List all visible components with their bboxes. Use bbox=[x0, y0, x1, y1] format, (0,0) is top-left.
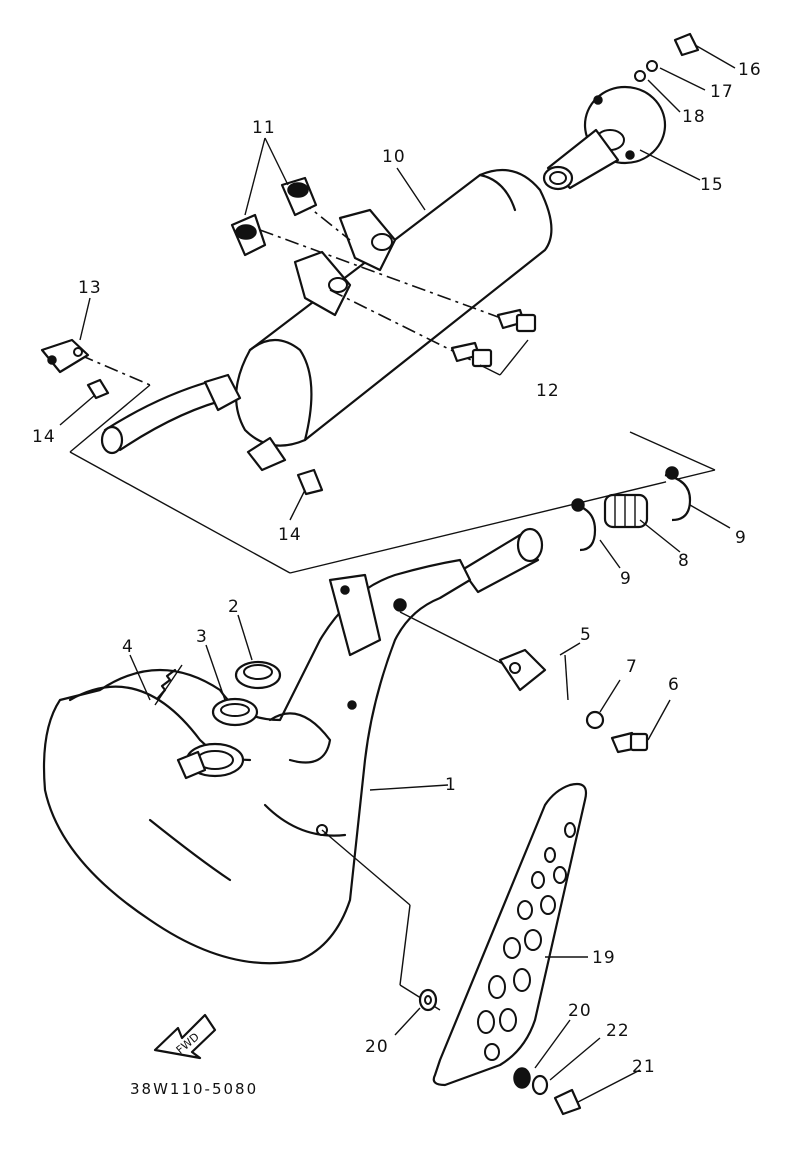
bracket-and-bolts bbox=[40, 338, 324, 496]
callout-2: 2 bbox=[228, 597, 240, 617]
callout-6: 6 bbox=[668, 675, 680, 695]
callout-15: 15 bbox=[700, 175, 724, 195]
callout-22: 22 bbox=[606, 1021, 630, 1041]
callout-9-right: 9 bbox=[735, 528, 747, 548]
protector-hardware bbox=[321, 829, 582, 1116]
callout-20-left: 20 bbox=[365, 1037, 389, 1057]
exhaust-pipe-chamber bbox=[42, 558, 472, 965]
damper-rubbers bbox=[230, 176, 318, 257]
callout-4: 4 bbox=[122, 637, 134, 657]
tail-end-pipe bbox=[542, 32, 700, 191]
callout-17: 17 bbox=[710, 82, 734, 102]
callout-21: 21 bbox=[632, 1057, 656, 1077]
callout-7: 7 bbox=[626, 657, 638, 677]
callout-12: 12 bbox=[536, 381, 560, 401]
callout-11: 11 bbox=[252, 118, 276, 138]
callout-1: 1 bbox=[445, 775, 457, 795]
silencer-assembly-boundary bbox=[69, 384, 716, 574]
callout-10: 10 bbox=[382, 147, 406, 167]
callout-20-right: 20 bbox=[568, 1001, 592, 1021]
callout-5: 5 bbox=[580, 625, 592, 645]
gaskets-and-spring bbox=[154, 660, 282, 727]
callout-numbers: 1 2 3 4 5 6 7 8 9 9 10 11 12 13 14 14 15… bbox=[32, 60, 762, 1077]
callout-13: 13 bbox=[78, 278, 102, 298]
silencer-muffler bbox=[100, 168, 553, 472]
diagram-code: 38W110-5080 bbox=[130, 1080, 258, 1098]
callout-16: 16 bbox=[738, 60, 762, 80]
bracket-washer-bolt bbox=[399, 611, 649, 754]
callout-18: 18 bbox=[682, 107, 706, 127]
callout-8: 8 bbox=[678, 551, 690, 571]
callout-14-left: 14 bbox=[32, 427, 56, 447]
callout-19: 19 bbox=[592, 948, 616, 968]
callout-3: 3 bbox=[196, 627, 208, 647]
forward-arrow-icon: FWD bbox=[153, 1013, 217, 1060]
joint-clamps-and-spring bbox=[460, 466, 692, 594]
heat-protector bbox=[432, 782, 588, 1087]
callout-14-lower: 14 bbox=[278, 525, 302, 545]
silencer-bolts bbox=[450, 308, 537, 368]
callout-9-lower: 9 bbox=[620, 569, 632, 589]
leader-lines bbox=[59, 44, 736, 1103]
